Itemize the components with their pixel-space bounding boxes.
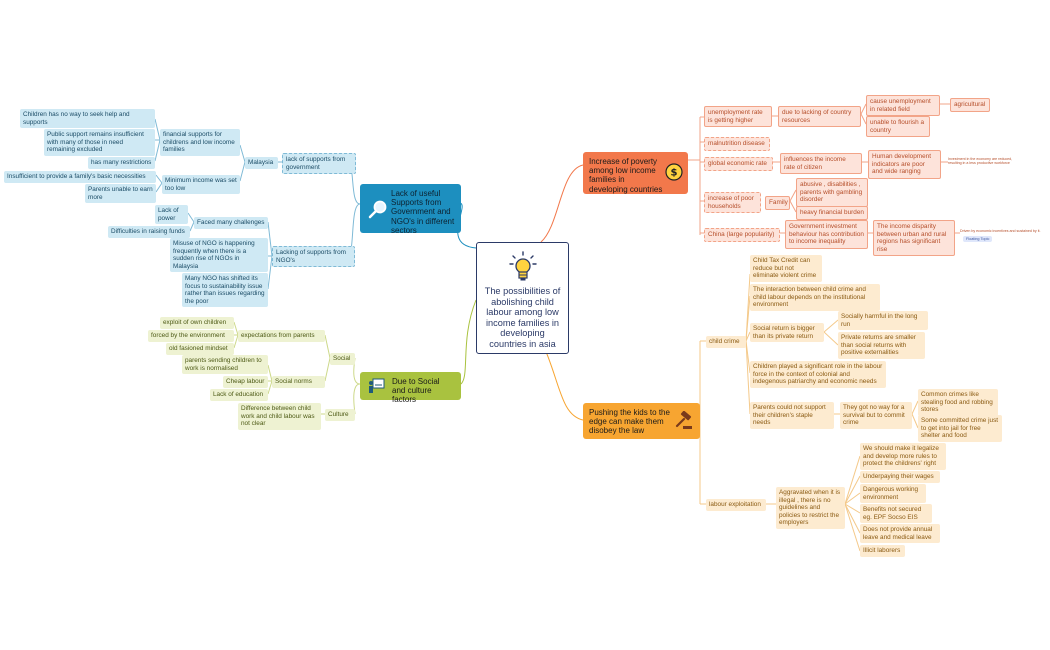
aggravated-node[interactable]: Aggravated when it is illegal , there is… bbox=[776, 487, 845, 529]
unable-earn-node[interactable]: Parents unable to earn more bbox=[85, 184, 156, 204]
min-income-node[interactable]: Minimum income was set too low bbox=[162, 175, 240, 195]
influences-node[interactable]: influences the income rate of citizen bbox=[780, 153, 862, 175]
dangerous-node[interactable]: Dangerous working environment bbox=[860, 484, 926, 504]
floating-topic[interactable]: Floating Topic bbox=[963, 236, 993, 243]
central-topic-text: The possibilities of abolishing child la… bbox=[484, 286, 561, 349]
lacking-ngo-node[interactable]: Lacking of supports from NGO's bbox=[272, 246, 355, 268]
income-disparity-node[interactable]: The income disparity between urban and r… bbox=[873, 220, 955, 257]
normalised-node[interactable]: parents sending children to work is norm… bbox=[182, 355, 268, 375]
svg-text:$: $ bbox=[671, 168, 678, 179]
topic-edge[interactable]: Pushing the kids to the edge can make th… bbox=[583, 403, 700, 439]
dollar-coin-icon: $ bbox=[665, 163, 683, 181]
illicit-node[interactable]: Illicit laborers bbox=[860, 545, 905, 557]
raising-funds-node[interactable]: Difficulties in raising funds bbox=[108, 226, 190, 238]
tax-credit-node[interactable]: Child Tax Credit can reduce but not elim… bbox=[750, 255, 822, 282]
cheap-labour-node[interactable]: Cheap labour bbox=[223, 376, 268, 388]
challenges-node[interactable]: Faced many challenges bbox=[194, 217, 268, 229]
harmful-node[interactable]: Socially harmful in the long run bbox=[838, 311, 928, 331]
no-way-help-node[interactable]: Children has no way to seek help and sup… bbox=[20, 109, 155, 129]
private-returns-node[interactable]: Private returns are smaller than social … bbox=[838, 332, 925, 359]
lack-gov-node[interactable]: lack of supports from government bbox=[282, 153, 356, 175]
financial-supports-node[interactable]: financial supports for childrens and low… bbox=[160, 129, 240, 156]
lightbulb-icon bbox=[483, 248, 562, 286]
disparity-note: Driven by economic incentives and sustai… bbox=[960, 229, 1041, 233]
jail-node[interactable]: Some committed crime just to get into ja… bbox=[918, 415, 1002, 442]
social-return-node[interactable]: Social return is bigger than its private… bbox=[750, 323, 824, 343]
labour-exploitation-node[interactable]: labour exploitation bbox=[706, 499, 766, 511]
cause-unemployment-node[interactable]: cause unemployment in related field bbox=[866, 95, 940, 117]
interaction-node[interactable]: The interaction between child crime and … bbox=[750, 284, 880, 311]
social-node[interactable]: Social bbox=[330, 353, 355, 365]
malaysia-node[interactable]: Malaysia bbox=[245, 157, 278, 169]
lack-power-node[interactable]: Lack of power bbox=[155, 205, 188, 225]
abusive-node[interactable]: abusive , disabilities , parents with ga… bbox=[796, 178, 868, 207]
public-support-node[interactable]: Public support remains insufficient with… bbox=[44, 129, 155, 156]
insufficient-node[interactable]: Insufficient to provide a family's basic… bbox=[4, 171, 156, 183]
topic-edge-title: Pushing the kids to the edge can make th… bbox=[589, 408, 670, 436]
child-crime-node[interactable]: child crime bbox=[706, 336, 746, 348]
heavy-burden-node[interactable]: heavy financial burden bbox=[796, 206, 868, 220]
expectations-node[interactable]: expectations from parents bbox=[238, 330, 325, 342]
forced-node[interactable]: forced by the environment bbox=[148, 330, 234, 342]
unable-flourish-node[interactable]: unable to flourish a country bbox=[866, 116, 930, 138]
underpaying-node[interactable]: Underpaying their wages bbox=[860, 471, 940, 483]
exploit-node[interactable]: exploit of own children bbox=[160, 317, 234, 329]
restrictions-node[interactable]: has many restrictions bbox=[88, 157, 155, 169]
topic-social-title: Due to Social and culture factors bbox=[392, 377, 440, 405]
fasioned-node[interactable]: old fasioned mindset bbox=[166, 343, 234, 355]
benefits-node[interactable]: Benefits not secured eg. EPF Socso EIS bbox=[860, 504, 932, 524]
magnifier-icon bbox=[368, 200, 387, 219]
topic-support-title: Lack of useful Supports from Government … bbox=[391, 189, 455, 235]
resources-node[interactable]: due to lacking of country resources bbox=[778, 106, 861, 128]
global-economic-node[interactable]: global economic rate bbox=[704, 157, 773, 171]
presenter-board-icon bbox=[369, 378, 385, 393]
topic-poverty[interactable]: Increase of poverty among low income fam… bbox=[583, 152, 688, 194]
topic-social[interactable]: Due to Social and culture factors bbox=[360, 372, 461, 404]
ngo-shifted-node[interactable]: Many NGO has shifted its focus to sustai… bbox=[182, 273, 268, 308]
ngo-misuse-node[interactable]: Misuse of NGO is happening frequently wh… bbox=[170, 238, 268, 273]
annual-leave-node[interactable]: Does not provide annual leave and medica… bbox=[860, 524, 940, 544]
hdi-node[interactable]: Human development indicators are poor an… bbox=[868, 150, 941, 179]
hdi-note: Investment in the economy are reduced, r… bbox=[948, 157, 1013, 166]
parents-support-node[interactable]: Parents could not support their children… bbox=[750, 402, 834, 429]
china-node[interactable]: China (large popularity) bbox=[704, 228, 780, 242]
culture-node[interactable]: Culture bbox=[325, 409, 355, 421]
played-role-node[interactable]: Children played a significant role in th… bbox=[750, 361, 886, 388]
survival-node[interactable]: They got no way for a survival but to co… bbox=[840, 402, 912, 429]
topic-poverty-title: Increase of poverty among low income fam… bbox=[589, 157, 663, 194]
gavel-icon bbox=[675, 411, 692, 429]
unemployment-node[interactable]: unemployment rate is getting higher bbox=[704, 106, 772, 128]
family-node[interactable]: Family bbox=[765, 196, 790, 210]
education-node[interactable]: Lack of education bbox=[210, 389, 268, 401]
common-crimes-node[interactable]: Common crimes like stealing food and rob… bbox=[918, 389, 998, 416]
gov-investment-node[interactable]: Government investment behaviour has cont… bbox=[785, 220, 868, 249]
norms-node[interactable]: Social norms bbox=[272, 376, 325, 388]
legalize-node[interactable]: We should make it legalize and develop m… bbox=[860, 443, 946, 470]
malnutrition-node[interactable]: malnutrition disease bbox=[704, 137, 770, 151]
agricultural-node[interactable]: agricultural bbox=[950, 98, 990, 112]
topic-support[interactable]: Lack of useful Supports from Government … bbox=[360, 184, 461, 235]
poor-households-node[interactable]: increase of poor households bbox=[704, 192, 761, 214]
central-topic[interactable]: The possibilities of abolishing child la… bbox=[476, 242, 569, 354]
difference-node[interactable]: Difference between child work and child … bbox=[238, 403, 321, 430]
